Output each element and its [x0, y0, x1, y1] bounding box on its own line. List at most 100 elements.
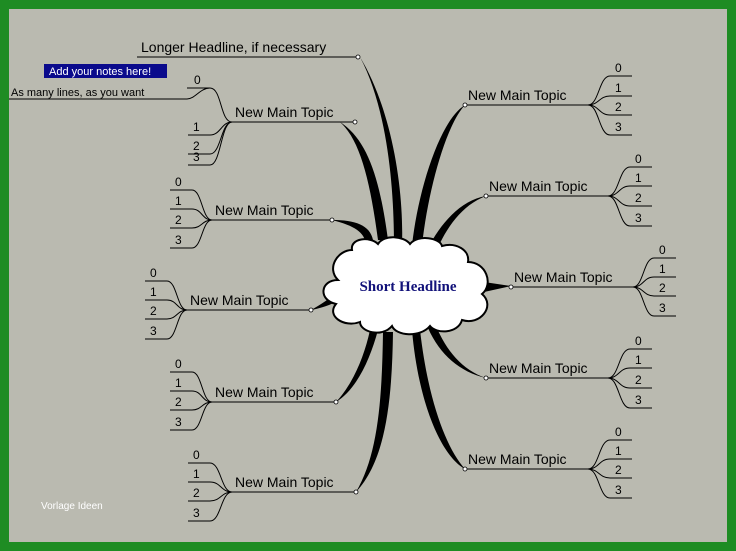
subtopic-label: 3 — [635, 211, 642, 225]
subtopic[interactable]: 3 — [607, 377, 652, 409]
center-connectors — [311, 57, 511, 492]
subtopic[interactable]: 1 — [632, 262, 676, 288]
subtopic-label: 0 — [659, 243, 666, 257]
subtopic-label: 0 — [615, 425, 622, 439]
mindmap-canvas: Short Headline Longer Headline, if neces… — [9, 9, 727, 542]
subtopic[interactable]: 3 — [587, 104, 632, 136]
subtopic-label: 3 — [175, 233, 182, 247]
main-topic-label: New Main Topic — [514, 269, 613, 285]
subtopic-label: 1 — [175, 376, 182, 390]
note-line-text: As many lines, as you want — [11, 87, 144, 99]
subtopic-label: 1 — [175, 194, 182, 208]
subtopic-label: 3 — [659, 301, 666, 315]
main-topic-label: New Main Topic — [489, 360, 588, 376]
subtopic[interactable]: 0 — [170, 175, 213, 221]
subtopic[interactable]: 0 — [587, 425, 632, 470]
subtopic-label: 2 — [150, 304, 157, 318]
subtopic-label: 1 — [615, 81, 622, 95]
subtopic[interactable]: 1 — [170, 194, 213, 221]
subtopic-label: 1 — [615, 444, 622, 458]
subtopic-label: 1 — [193, 120, 200, 134]
subtopic[interactable]: 1 — [587, 81, 632, 106]
main-topic[interactable]: New Main Topic 0 1 2 3 — [483, 152, 652, 227]
subtopic[interactable]: 1 — [607, 171, 652, 197]
main-topic-label: New Main Topic — [235, 474, 334, 490]
subtopic-label: 1 — [193, 467, 200, 481]
center-cloud[interactable]: Short Headline — [322, 236, 489, 336]
subtopic-label: 1 — [659, 262, 666, 276]
subtopic[interactable]: 1 — [188, 467, 233, 493]
watermark: Vorlage Ideen — [41, 501, 103, 512]
subtopic-label: 3 — [615, 120, 622, 134]
note-zero: 0 — [194, 73, 201, 87]
main-topic-label: New Main Topic — [235, 104, 334, 120]
subtopic-label: 0 — [175, 175, 182, 189]
main-topic-label: New Main Topic — [215, 202, 314, 218]
subtopic-label: 1 — [150, 285, 157, 299]
subtopic[interactable]: 2 — [632, 281, 676, 297]
subtopic-label: 1 — [635, 353, 642, 367]
note-highlight-box — [44, 64, 167, 78]
top-headline[interactable]: Longer Headline, if necessary — [137, 39, 361, 60]
subtopic-label: 1 — [635, 171, 642, 185]
subtopic-label: 0 — [193, 448, 200, 462]
subtopic-label: 3 — [175, 415, 182, 429]
main-topic[interactable]: New Main Topic 0 1 2 3 — [145, 266, 314, 340]
subtopic[interactable]: 2 — [145, 304, 188, 320]
top-headline-label: Longer Headline, if necessary — [141, 39, 326, 55]
subtopic[interactable]: 2 — [607, 373, 652, 389]
center-headline: Short Headline — [359, 279, 456, 295]
subtopic[interactable]: 3 — [145, 309, 188, 340]
subtopic-label: 0 — [615, 61, 622, 75]
subtopic-label: 0 — [635, 334, 642, 348]
subtopic[interactable]: 3 — [587, 468, 632, 499]
subtopic-label: 0 — [635, 152, 642, 166]
subtopic[interactable]: 1 — [170, 376, 213, 403]
subtopic[interactable]: 3 — [170, 219, 213, 249]
subtopic-label: 3 — [635, 393, 642, 407]
main-topic[interactable]: New Main Topic 0 1 2 3 — [462, 61, 632, 136]
subtopic[interactable]: 2 — [587, 100, 632, 116]
subtopic[interactable]: 3 — [632, 286, 676, 317]
subtopic[interactable]: 3 — [188, 121, 233, 166]
subtopic[interactable]: 0 — [607, 334, 652, 379]
subtopic-label: 2 — [175, 213, 182, 227]
main-topic[interactable]: New Main Topic 0 1 2 3 — [188, 448, 359, 522]
main-topic[interactable]: New Main Topic 0 1 2 3 — [483, 334, 652, 409]
main-topic-label: New Main Topic — [489, 178, 588, 194]
notes-group[interactable]: Add your notes here! As many lines, as y… — [9, 64, 233, 123]
subtopic[interactable]: 0 — [145, 266, 188, 311]
main-topic-label: New Main Topic — [215, 384, 314, 400]
subtopic-label: 3 — [193, 506, 200, 520]
subtopic[interactable]: 1 — [607, 353, 652, 379]
subtopic-label: 3 — [615, 483, 622, 497]
subtopic[interactable]: 1 — [587, 444, 632, 470]
main-topic[interactable]: New Main Topic 0 1 2 3 — [170, 175, 335, 249]
subtopic-label: 3 — [150, 324, 157, 338]
subtopic[interactable]: 0 — [607, 152, 652, 197]
main-topic-label: New Main Topic — [468, 451, 567, 467]
subtopic[interactable]: 3 — [607, 195, 652, 227]
subtopic[interactable]: 0 — [587, 61, 632, 106]
subtopic-label: 2 — [615, 100, 622, 114]
subtopic[interactable]: 0 — [170, 357, 213, 403]
subtopic-label: 0 — [150, 266, 157, 280]
subtopic[interactable]: 2 — [607, 191, 652, 207]
subtopic-label: 2 — [193, 139, 200, 153]
subtopic-label: 2 — [635, 373, 642, 387]
subtopic-label: 2 — [175, 395, 182, 409]
main-topic[interactable]: New Main Topic 1 23 — [188, 104, 358, 166]
note-highlight-text: Add your notes here! — [49, 66, 151, 78]
subtopic[interactable]: 3 — [188, 491, 233, 522]
subtopic-label: 3 — [193, 150, 200, 164]
main-topic[interactable]: New Main Topic 0 1 2 3 — [508, 243, 676, 317]
subtopic[interactable]: 0 — [188, 448, 233, 493]
subtopic[interactable]: 0 — [632, 243, 676, 288]
subtopic[interactable]: 3 — [170, 401, 213, 431]
main-topic-label: New Main Topic — [190, 292, 289, 308]
main-topic-label: New Main Topic — [468, 87, 567, 103]
subtopic-label: 2 — [193, 486, 200, 500]
